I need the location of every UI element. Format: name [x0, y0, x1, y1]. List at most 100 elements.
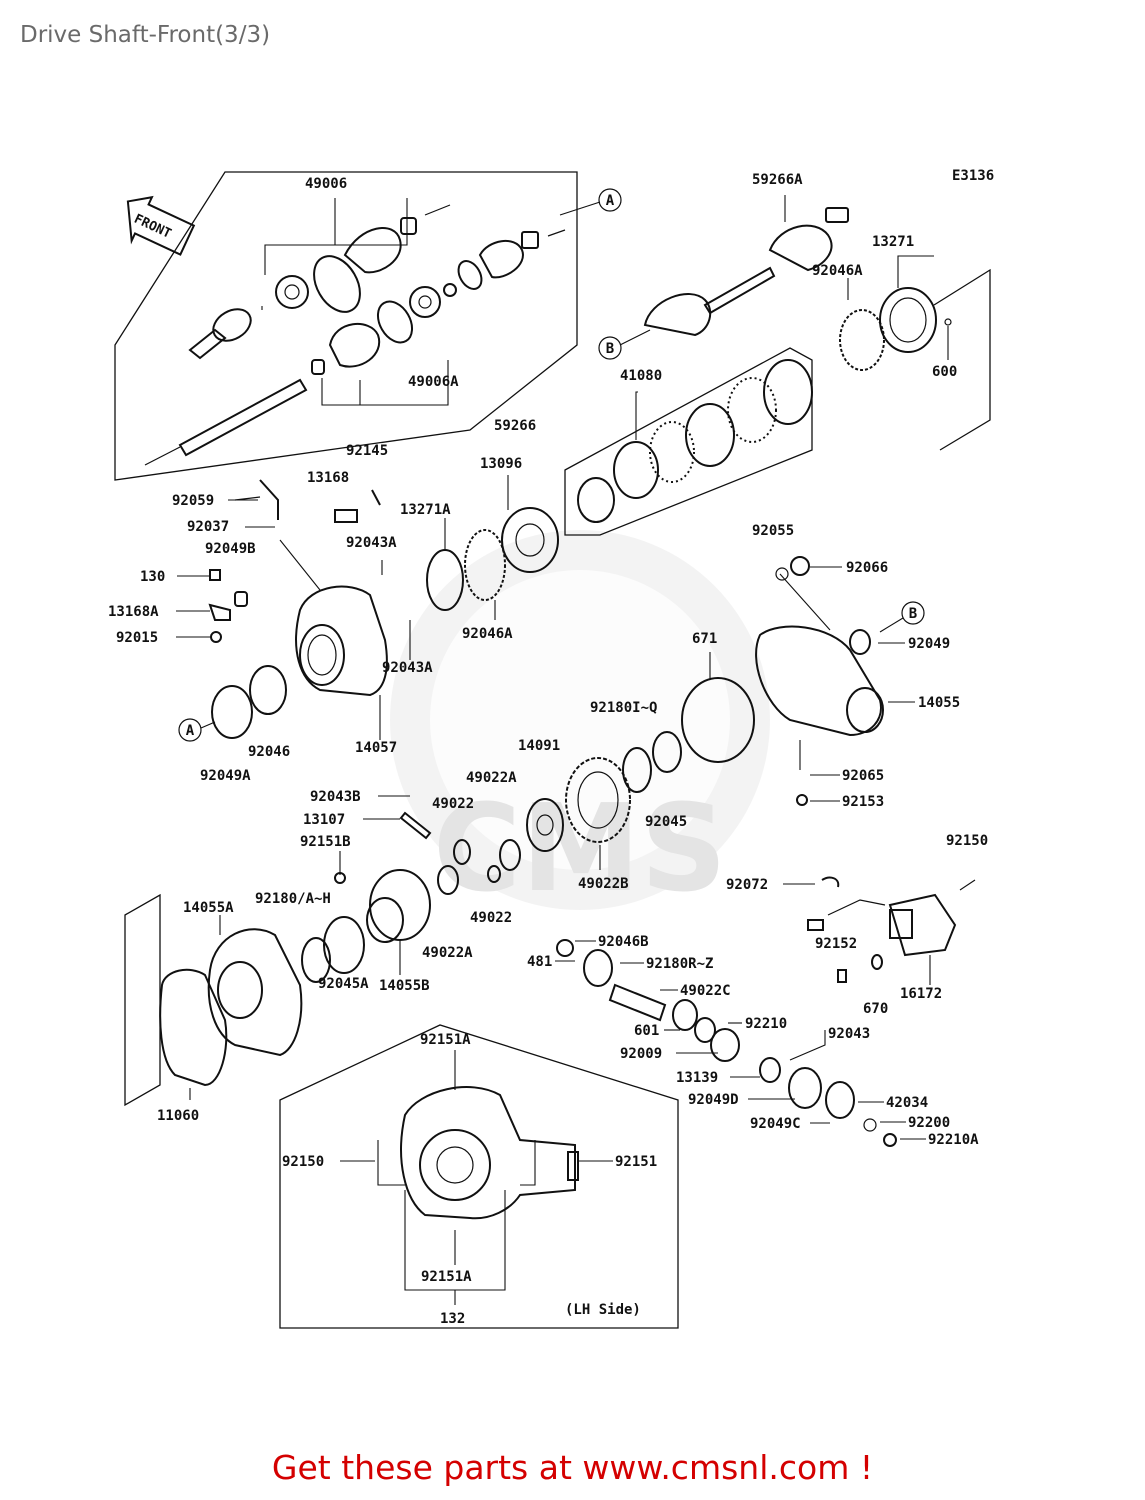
get-parts-link[interactable]: Get these parts at www.cmsnl.com !: [271, 1448, 874, 1487]
callout-a-housing: A: [178, 718, 216, 742]
housing-14055: [681, 556, 884, 806]
watermark-logo: CMS: [390, 530, 770, 919]
label-92049B: 92049B: [205, 541, 256, 557]
label-92045A: 92045A: [318, 976, 369, 992]
label-59266: 59266: [494, 418, 536, 434]
clip-92072: [821, 876, 840, 888]
label-14057: 14057: [355, 740, 397, 756]
lh-side-note: (LH Side): [565, 1302, 641, 1318]
label-92046: 92046: [248, 744, 290, 760]
label-92043A-2: 92043A: [382, 660, 433, 676]
label-92037: 92037: [187, 519, 229, 535]
label-130: 130: [140, 569, 165, 585]
label-92046B: 92046B: [598, 934, 649, 950]
page-title: Drive Shaft-Front(3/3): [20, 22, 271, 48]
label-92043B: 92043B: [310, 789, 361, 805]
label-14055B: 14055B: [379, 978, 430, 994]
label-13168A: 13168A: [108, 604, 159, 620]
label-92049C: 92049C: [750, 1116, 801, 1132]
label-92180R-Z: 92180R~Z: [646, 956, 713, 972]
label-92015: 92015: [116, 630, 158, 646]
label-92046A-mid: 92046A: [462, 626, 513, 642]
label-600: 600: [932, 364, 957, 380]
actuator-16172: [807, 879, 976, 985]
label-92059: 92059: [172, 493, 214, 509]
label-92151B: 92151B: [300, 834, 351, 850]
svg-text:B: B: [606, 341, 614, 357]
part-labels: 49006 59266A 13271 92046A 600 49006A 592…: [108, 172, 988, 1327]
label-14091: 14091: [518, 738, 560, 754]
gear-13096: [426, 475, 559, 620]
label-601: 601: [634, 1023, 659, 1039]
label-481: 481: [527, 954, 552, 970]
label-92045: 92045: [645, 814, 687, 830]
label-92180A-H: 92180/A~H: [255, 891, 331, 907]
label-92043A-1: 92043A: [346, 535, 397, 551]
cover-14055A: [124, 893, 303, 1107]
label-13271A: 13271A: [400, 502, 451, 518]
label-42034: 42034: [886, 1095, 928, 1111]
label-49022B: 49022B: [578, 876, 629, 892]
label-92153: 92153: [842, 794, 884, 810]
label-92180I-Q: 92180I~Q: [590, 700, 657, 716]
label-92145: 92145: [346, 443, 388, 459]
label-92152: 92152: [815, 936, 857, 952]
label-92065: 92065: [842, 768, 884, 784]
label-13271: 13271: [872, 234, 914, 250]
label-92151: 92151: [615, 1154, 657, 1170]
callout-b-shaft: B: [598, 336, 622, 360]
callout-a-top: A: [598, 188, 622, 212]
label-670: 670: [863, 1001, 888, 1017]
label-13096: 13096: [480, 456, 522, 472]
svg-text:A: A: [606, 193, 615, 209]
ring-13271: [839, 255, 991, 451]
label-49022-1: 49022: [432, 796, 474, 812]
label-16172: 16172: [900, 986, 942, 1002]
label-92055: 92055: [752, 523, 794, 539]
label-41080: 41080: [620, 368, 662, 384]
label-14055A: 14055A: [183, 900, 234, 916]
clutch-pack-41080: [564, 347, 813, 536]
label-92049D: 92049D: [688, 1092, 739, 1108]
label-leaders: [176, 499, 926, 1305]
label-13139: 13139: [676, 1070, 718, 1086]
label-11060: 11060: [157, 1108, 199, 1124]
front-drive-shaft-group: [114, 171, 601, 481]
front-tag: FRONT: [132, 212, 174, 242]
watermark-text: CMS: [433, 780, 727, 919]
label-49022A-2: 49022A: [422, 945, 473, 961]
label-49022C: 49022C: [680, 983, 731, 999]
label-92210: 92210: [745, 1016, 787, 1032]
label-92066: 92066: [846, 560, 888, 576]
label-92049A: 92049A: [200, 768, 251, 784]
label-49022-2: 49022: [470, 910, 512, 926]
label-92009: 92009: [620, 1046, 662, 1062]
label-49006A: 49006A: [408, 374, 459, 390]
lh-side-view: [279, 1024, 679, 1329]
label-49022A-1: 49022A: [466, 770, 517, 786]
diff-case-14055B: [301, 869, 613, 987]
label-92150-right: 92150: [946, 833, 988, 849]
label-13168: 13168: [307, 470, 349, 486]
label-92049: 92049: [908, 636, 950, 652]
label-671: 671: [692, 631, 717, 647]
ring-gear-49022B: [399, 731, 682, 895]
label-92200: 92200: [908, 1115, 950, 1131]
label-92151A-bottom: 92151A: [421, 1269, 472, 1285]
label-92072: 92072: [726, 877, 768, 893]
svg-text:A: A: [186, 723, 195, 739]
housing-14057: [208, 479, 411, 740]
pinion-49022C: [608, 983, 897, 1147]
label-59266A: 59266A: [752, 172, 803, 188]
label-92043: 92043: [828, 1026, 870, 1042]
label-92151A-top: 92151A: [420, 1032, 471, 1048]
svg-text:B: B: [909, 606, 917, 622]
callout-b-housing: B: [879, 601, 925, 633]
label-13107: 13107: [303, 812, 345, 828]
label-49006: 49006: [305, 176, 347, 192]
label-92150-left: 92150: [282, 1154, 324, 1170]
diagram-code: E3136: [952, 168, 994, 184]
front-arrow-icon: FRONT: [126, 195, 196, 256]
drive-shaft-59266A: [619, 195, 849, 346]
label-92046A: 92046A: [812, 263, 863, 279]
